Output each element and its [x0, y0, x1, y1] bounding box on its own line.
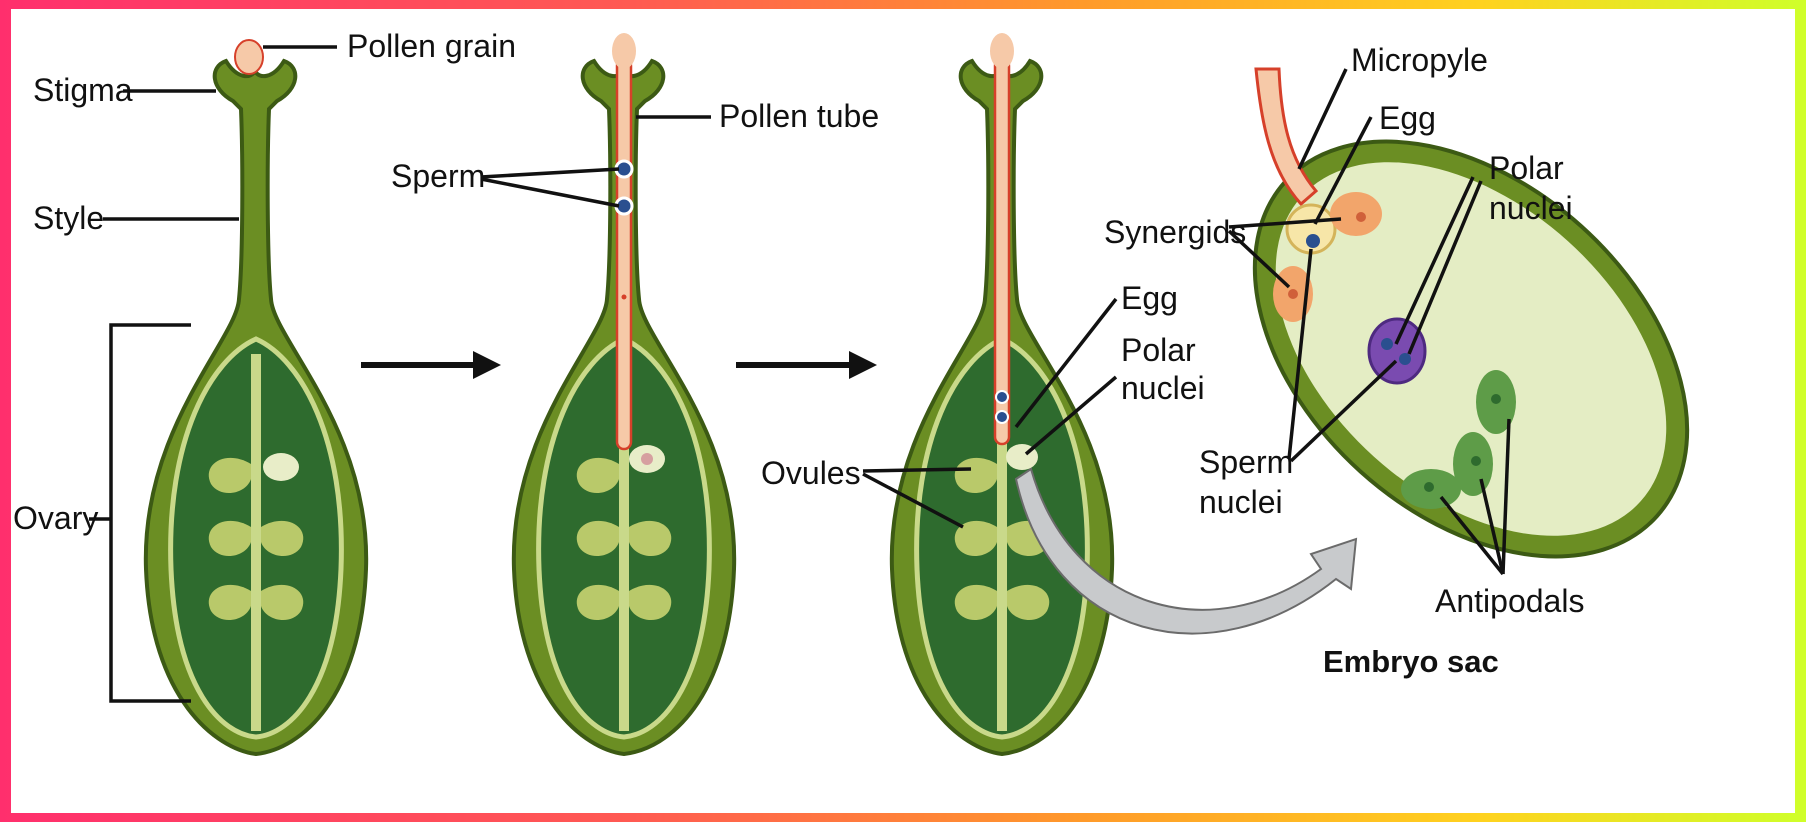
- ovule-open: [263, 453, 299, 481]
- embryo-sac: [1175, 59, 1767, 639]
- label-egg-ovule: Egg: [1121, 280, 1178, 316]
- label-ovules: Ovules: [761, 455, 861, 491]
- arrow-1: [361, 351, 501, 379]
- fertilization-diagram: Pollen grain Stigma Style Ovary Pollen t…: [11, 9, 1795, 813]
- label-pollen-grain: Pollen grain: [347, 28, 516, 64]
- label-micropyle: Micropyle: [1351, 42, 1488, 78]
- label-polar-sac-2: nuclei: [1489, 190, 1573, 226]
- label-style: Style: [33, 200, 104, 236]
- label-stigma: Stigma: [33, 72, 133, 108]
- label-polar-ovule-2: nuclei: [1121, 370, 1205, 406]
- pistil-panel-3: [892, 33, 1112, 754]
- label-polar-sac-1: Polar: [1489, 150, 1564, 186]
- pistil-panel-2: [514, 33, 734, 754]
- diagram-canvas: Pollen grain Stigma Style Ovary Pollen t…: [11, 9, 1795, 813]
- label-synergids: Synergids: [1104, 214, 1246, 250]
- label-sperm: Sperm: [391, 158, 485, 194]
- arrow-2: [736, 351, 877, 379]
- label-ovary: Ovary: [13, 500, 98, 536]
- pollen-grain-shape: [235, 40, 263, 74]
- label-sperm-nuclei-1: Sperm: [1199, 444, 1293, 480]
- label-pollen-tube: Pollen tube: [719, 98, 879, 134]
- label-sperm-nuclei-2: nuclei: [1199, 484, 1283, 520]
- label-polar-ovule-1: Polar: [1121, 332, 1196, 368]
- label-antipodals: Antipodals: [1435, 583, 1584, 619]
- pistil-panel-1: [146, 40, 366, 754]
- label-egg-sac: Egg: [1379, 100, 1436, 136]
- label-embryo-sac: Embryo sac: [1323, 644, 1499, 679]
